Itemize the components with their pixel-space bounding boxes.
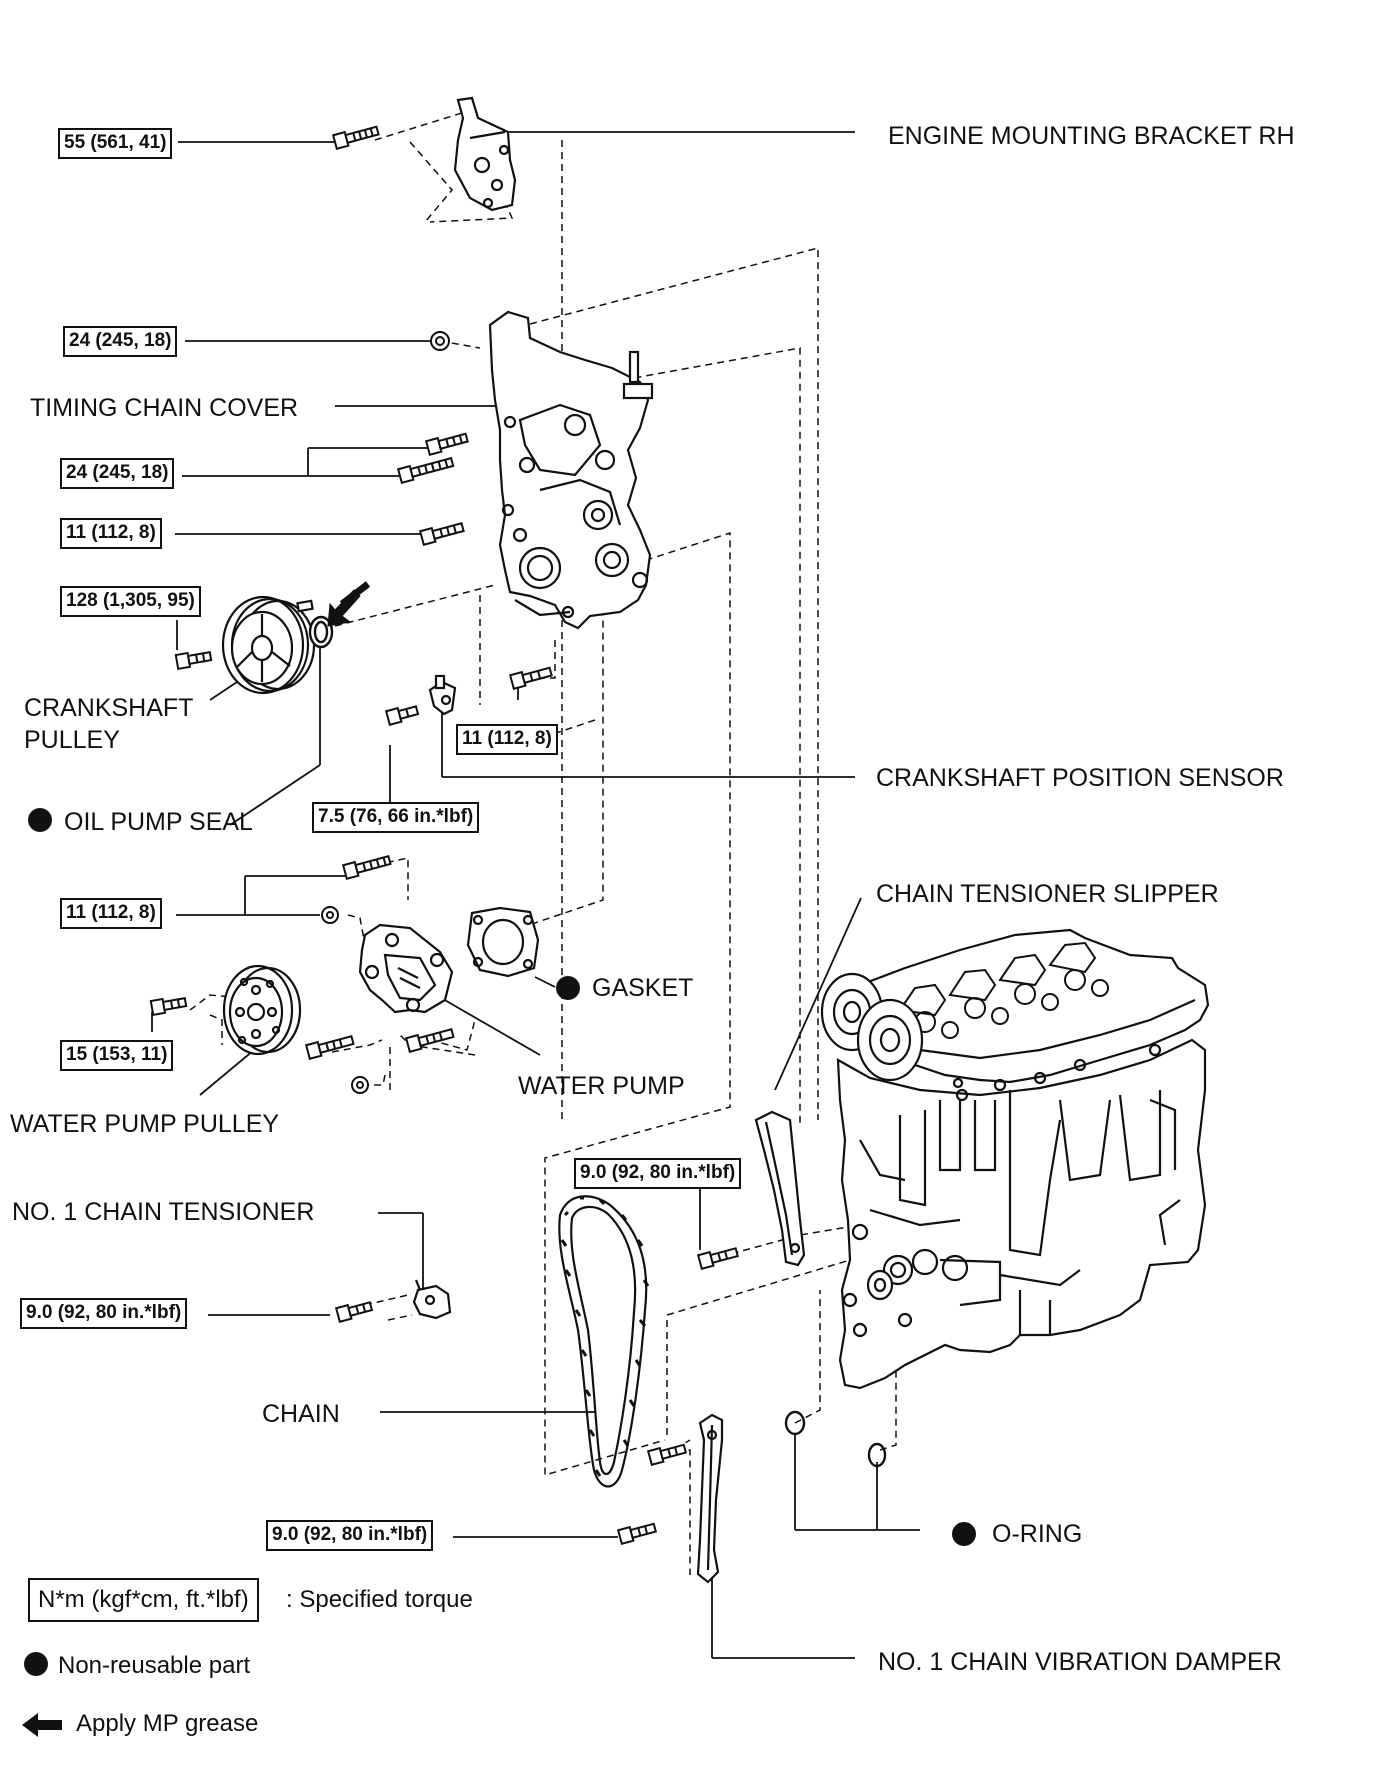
torque-sensor: 7.5 (76, 66 in.*lbf) (312, 802, 480, 833)
label-oil-pump-seal: OIL PUMP SEAL (64, 808, 253, 836)
label-crankshaft-pulley-line1: CRANKSHAFT (24, 694, 194, 722)
label-no1-chain-vibration-damper: NO. 1 CHAIN VIBRATION DAMPER (878, 1648, 1282, 1676)
bolts (149, 125, 739, 1545)
oil-pump-seal (308, 615, 334, 649)
label-water-pump: WATER PUMP (518, 1072, 685, 1100)
label-timing-chain-cover: TIMING CHAIN COVER (30, 394, 299, 422)
torque-crank-pulley: 128 (1,305, 95) (60, 586, 201, 617)
water-pump (358, 923, 454, 1014)
engine-mounting-bracket (453, 96, 517, 212)
legend-non-reusable: Non-reusable part (58, 1652, 251, 1679)
label-crankshaft-pulley-line2: PULLEY (24, 726, 120, 754)
timing-chain-cover (488, 310, 654, 630)
chain-tensioner-slipper (754, 1110, 806, 1267)
label-chain-tensioner-slipper: CHAIN TENSIONER SLIPPER (876, 880, 1219, 908)
water-pump-pulley (222, 964, 302, 1056)
label-gasket: GASKET (592, 974, 694, 1002)
torque-slipper: 9.0 (92, 80 in.*lbf) (574, 1158, 742, 1189)
grease-arrow-icon (327, 581, 371, 627)
timing-chain (558, 1195, 650, 1488)
legend-torque-box: N*m (kgf*cm, ft.*lbf) (28, 1578, 259, 1622)
torque-cover-lower: 11 (112, 8) (456, 724, 558, 755)
label-chain: CHAIN (262, 1400, 340, 1428)
torque-cover-bolts: 24 (245, 18) (60, 458, 175, 489)
crankshaft-position-sensor (428, 674, 457, 716)
non-reusable-dot-icon (556, 976, 580, 1000)
legend-non-reusable-dot-icon (24, 1652, 48, 1676)
chain-tensioner (412, 1279, 452, 1320)
legend-grease-arrow-icon (22, 1713, 62, 1737)
torque-tensioner: 9.0 (92, 80 in.*lbf) (20, 1298, 188, 1329)
chain-vibration-damper (696, 1413, 724, 1584)
torque-bracket: 55 (561, 41) (58, 128, 173, 159)
legend-grease: Apply MP grease (76, 1710, 259, 1737)
gasket (466, 906, 540, 978)
non-reusable-dot-icon (952, 1522, 976, 1546)
non-reusable-dot-icon (28, 808, 52, 832)
legend-torque-desc: : Specified torque (286, 1586, 473, 1613)
torque-cover-small: 11 (112, 8) (60, 518, 162, 549)
label-o-ring: O-RING (992, 1520, 1083, 1548)
label-no1-chain-tensioner: NO. 1 CHAIN TENSIONER (12, 1198, 315, 1226)
label-engine-mounting-bracket-rh: ENGINE MOUNTING BRACKET RH (888, 122, 1295, 150)
torque-water-pump: 11 (112, 8) (60, 898, 162, 929)
torque-wp-pulley: 15 (153, 11) (60, 1040, 174, 1071)
torque-damper: 9.0 (92, 80 in.*lbf) (266, 1520, 434, 1551)
label-water-pump-pulley: WATER PUMP PULLEY (10, 1110, 280, 1138)
torque-cover-nut: 24 (245, 18) (63, 326, 178, 357)
label-crankshaft-position-sensor: CRANKSHAFT POSITION SENSOR (876, 764, 1284, 792)
leader-lines (151, 131, 920, 1659)
dashed-lines (189, 111, 897, 1575)
engine-block (820, 928, 1210, 1390)
o-rings (784, 1410, 887, 1468)
crankshaft-pulley (221, 595, 316, 695)
